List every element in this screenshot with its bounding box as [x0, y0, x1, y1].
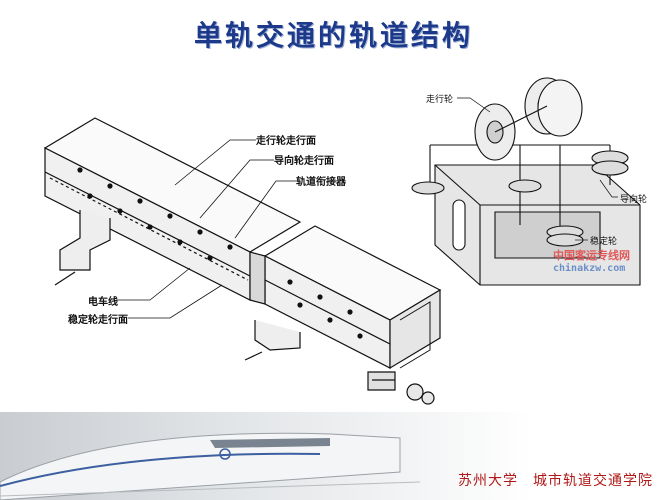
bogie-label-leaders [457, 97, 618, 241]
train-illustration [0, 432, 421, 500]
label-running-surface: 走行轮走行面 [256, 136, 316, 147]
label-power-line: 电车线 [88, 297, 118, 308]
track-beam-drawing [43, 117, 442, 405]
label-joint-device: 轨道衔接器 [296, 177, 346, 188]
label-guide-surface: 导向轮走行面 [274, 156, 334, 167]
watermark-url: chinakzw.com [553, 263, 626, 274]
footer-institution: 苏州大学 城市轨道交通学院 [458, 473, 653, 489]
label-stabilizer-wheel: 稳定轮 [590, 237, 618, 247]
beam-label-leaders [116, 139, 296, 319]
label-guide-wheel: 导向轮 [620, 195, 648, 205]
bogie-schematic [411, 77, 641, 286]
label-stabilizer-surface: 稳定轮走行面 [68, 315, 128, 326]
watermark-site-name: 中国客运专线网 [553, 249, 630, 262]
label-running-wheel: 走行轮 [426, 95, 454, 105]
train-photo-banner [0, 412, 667, 500]
slide-title: 单轨交通的轨道结构 [193, 19, 473, 52]
